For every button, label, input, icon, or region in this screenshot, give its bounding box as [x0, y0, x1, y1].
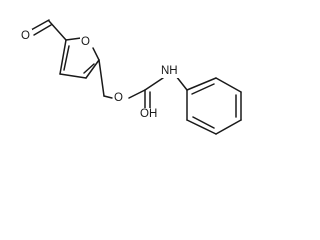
- bond-ring-ch2: [98, 59, 105, 97]
- bond-ring-double-1: [83, 63, 95, 74]
- bond-ph-double-3: [192, 116, 215, 129]
- molecule-structure: O O O OH NH: [20, 19, 242, 135]
- amine-label: NH: [161, 65, 178, 77]
- bond-ring-double-2: [63, 45, 70, 71]
- bond-ring-c2-c3: [85, 59, 100, 79]
- bond-cho-ring: [48, 20, 67, 41]
- bond-carbamate-nh: [144, 77, 164, 91]
- hydroxyl-label: OH: [140, 108, 157, 120]
- bond-ring-c3-c4: [59, 73, 87, 79]
- bonds: [30, 19, 242, 135]
- aldehyde-oxygen-label: O: [21, 30, 30, 42]
- bond-aldehyde-co-1: [30, 19, 50, 31]
- bond-ph-4: [215, 119, 242, 135]
- ester-oxygen-label: O: [114, 92, 123, 104]
- bond-ph-double-1: [191, 83, 215, 95]
- bond-ring-c5-o: [65, 37, 82, 41]
- bond-ph-5: [186, 119, 217, 135]
- bond-nh-phenyl: [175, 75, 188, 91]
- atom-labels: O O O OH NH: [20, 29, 180, 121]
- bond-ch2-o: [103, 95, 113, 99]
- bond-aldehyde-co-2: [33, 24, 52, 36]
- bond-ring-c4-c5: [59, 39, 67, 75]
- bond-ring-o-c2: [92, 47, 100, 61]
- ring-oxygen-label: O: [81, 36, 90, 48]
- bond-ph-2: [215, 77, 242, 93]
- bond-o-carbamate: [128, 89, 146, 99]
- bond-ph-1: [186, 77, 217, 91]
